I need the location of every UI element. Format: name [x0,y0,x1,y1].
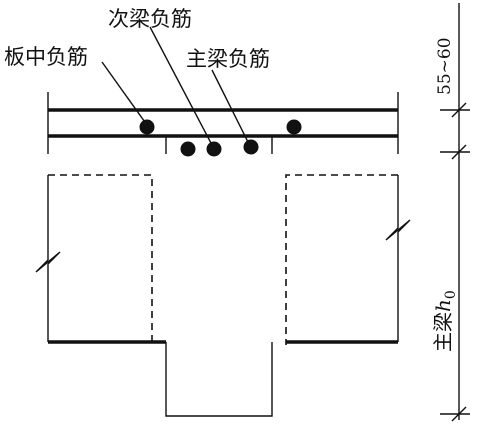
main-beam-bottom [165,342,273,417]
rebar-main-1 [180,141,196,157]
leader-main-beam-rebar [211,69,249,143]
leader-secondary-beam-rebar [149,26,213,146]
main-beam-depth-subscript: 0 [443,290,459,299]
leader-slab-rebar [101,61,148,126]
right-break-line [385,175,411,342]
rebar-main-2 [206,141,222,157]
main-beam-depth-symbol: h [431,299,455,312]
rebar-slab-right [286,119,302,135]
slab-neg-rebar-label: 板中负筋 [4,45,88,69]
left-break-line [35,175,61,342]
slab-left-dashed [48,174,153,345]
rebar-slab-left [139,119,155,135]
secondary-beam-neg-rebar-label: 次梁负筋 [108,7,192,31]
main-beam-depth-dimension: 主梁h0 [431,290,459,352]
slab-right-dashed [285,174,398,345]
rebar-main-3 [243,139,259,155]
main-beam-neg-rebar-label: 主梁负筋 [186,47,270,71]
main-beam-depth-prefix: 主梁 [431,312,455,352]
top-cover-dimension: 55~60 [435,37,455,95]
